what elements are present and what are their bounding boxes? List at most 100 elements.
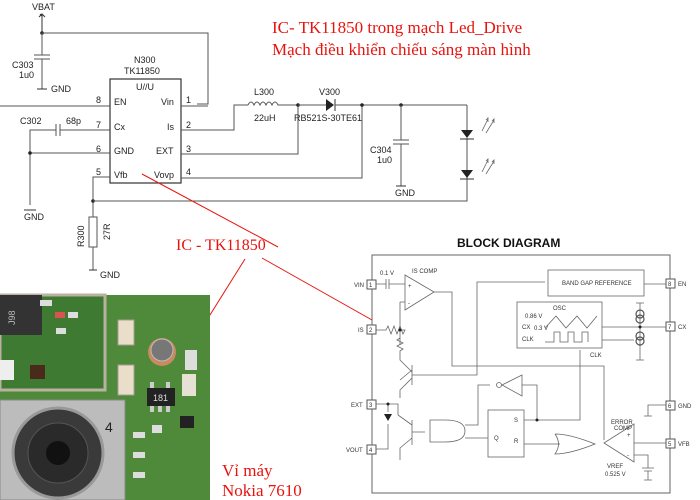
is-comparator: [404, 274, 435, 311]
label-osc: OSC: [553, 306, 567, 312]
c302-capacitor: [29, 124, 110, 205]
pin-cx-label: CX: [678, 325, 686, 331]
band-gap-reference: [547, 269, 645, 297]
ff-r-label: R: [514, 439, 519, 445]
c303-value: 1u0: [19, 70, 34, 80]
is-resistor: [376, 301, 406, 345]
pin-4-num: 4: [369, 448, 373, 454]
pin-5-num: 5: [668, 442, 672, 448]
vin-wire: [42, 32, 209, 105]
triangle-wave: [544, 315, 598, 329]
label-03v: 0.3 V: [534, 326, 548, 332]
vbat-label: VBAT: [32, 2, 55, 12]
r300-value: 27R: [102, 223, 112, 240]
label-01v: 0.1 V: [380, 271, 394, 277]
not-gate: [501, 374, 523, 397]
callout-line-schematic: [141, 173, 279, 248]
l300-inductor: [247, 101, 298, 107]
block-diagram-outline: [371, 254, 671, 494]
label-clk-out: CLK: [590, 353, 602, 359]
inductor-core: [150, 338, 174, 362]
camera-mark: 4: [105, 419, 113, 435]
chip-marking-large: J98: [7, 310, 17, 325]
ff-s-label: S: [514, 418, 518, 424]
junction-dot: [535, 418, 539, 422]
pcb-photo: J98 181 4: [0, 293, 210, 500]
pin-2-num: 2: [369, 328, 373, 334]
c302-value: 68p: [66, 116, 81, 126]
smd-part: [133, 452, 145, 458]
pin-en-name: EN: [114, 97, 127, 107]
pin-cx-name: Cx: [114, 122, 125, 132]
pin-vfb-label: VFB: [678, 442, 690, 448]
sr-flipflop: [487, 409, 525, 458]
smd-part: [133, 432, 145, 438]
label-error: ERROR: [611, 420, 633, 426]
pin-is-name: Is: [167, 122, 175, 132]
led-2: [461, 170, 473, 178]
pin-8-num: 8: [668, 282, 672, 288]
gnd-label: GND: [100, 270, 121, 280]
pin-vfb-name: Vfb: [114, 170, 128, 180]
pin-5-num: 5: [96, 167, 101, 177]
smd-part: [55, 312, 65, 318]
pin-3-num: 3: [186, 144, 191, 154]
gnd-label: GND: [395, 188, 416, 198]
vovp-wire: [181, 105, 363, 179]
l300-value: 22uH: [254, 113, 276, 123]
err-minus: -: [627, 453, 629, 459]
c303-capacitor: [34, 33, 50, 89]
ic-ref: N300: [134, 55, 156, 65]
or-gate: [524, 433, 597, 455]
camera-aperture: [46, 441, 70, 465]
ic-package-label: U//U: [136, 82, 154, 92]
transistor-q2: [397, 414, 425, 460]
r300-ref: R300: [76, 225, 86, 247]
l300-ref: L300: [254, 87, 274, 97]
smd-part: [0, 360, 14, 380]
transistor-part: [180, 416, 194, 428]
pin-is-label: IS: [358, 328, 364, 334]
current-source-top: [635, 309, 645, 319]
pin-2-num: 2: [186, 120, 191, 130]
err-plus: +: [627, 433, 631, 439]
ff-q-label: Q: [494, 436, 499, 442]
current-source-top: [635, 314, 645, 324]
pin-box-5: [665, 438, 676, 449]
chip-pin: [150, 382, 154, 388]
v300-diode: [326, 99, 334, 111]
chip-pin: [150, 406, 154, 412]
light-emission-icon: [481, 117, 495, 134]
led-1: [461, 130, 473, 138]
junction-dot: [398, 328, 402, 332]
is-wire: [181, 104, 248, 131]
pin-6-num: 6: [96, 144, 101, 154]
pin-vovp-name: Vovp: [154, 170, 174, 180]
smd-part: [185, 350, 197, 370]
ic-part: TK11850: [124, 66, 160, 76]
pin-box-6: [665, 400, 676, 411]
title-line-2: Mạch điều khiển chiếu sáng màn hình: [272, 40, 531, 59]
junction-dot: [360, 103, 364, 107]
pin-gnd-label: GND: [678, 404, 692, 410]
cx-wire: [602, 326, 666, 341]
connector-part: [117, 319, 135, 346]
pin-ext-name: EXT: [156, 146, 174, 156]
chip-pin: [166, 406, 170, 412]
gnd-label: GND: [51, 84, 72, 94]
light-emission-icon: [481, 158, 495, 175]
current-source-bottom: [635, 331, 645, 341]
not-bubble: [496, 382, 502, 388]
v300-ref: V300: [319, 87, 340, 97]
title-line-1: IC- TK11850 trong mạch Led_Drive: [272, 18, 522, 37]
pin-box-8: [665, 278, 676, 289]
chip-pin: [158, 406, 162, 412]
smd-part: [30, 365, 45, 379]
pin-box-1: [366, 279, 377, 290]
c303-ref: C303: [12, 60, 34, 70]
pin-box-3: [366, 399, 377, 410]
label-is-comp: IS COMP: [412, 269, 437, 275]
comp-minus: -: [408, 301, 410, 307]
tk11850-chip: [147, 388, 175, 406]
